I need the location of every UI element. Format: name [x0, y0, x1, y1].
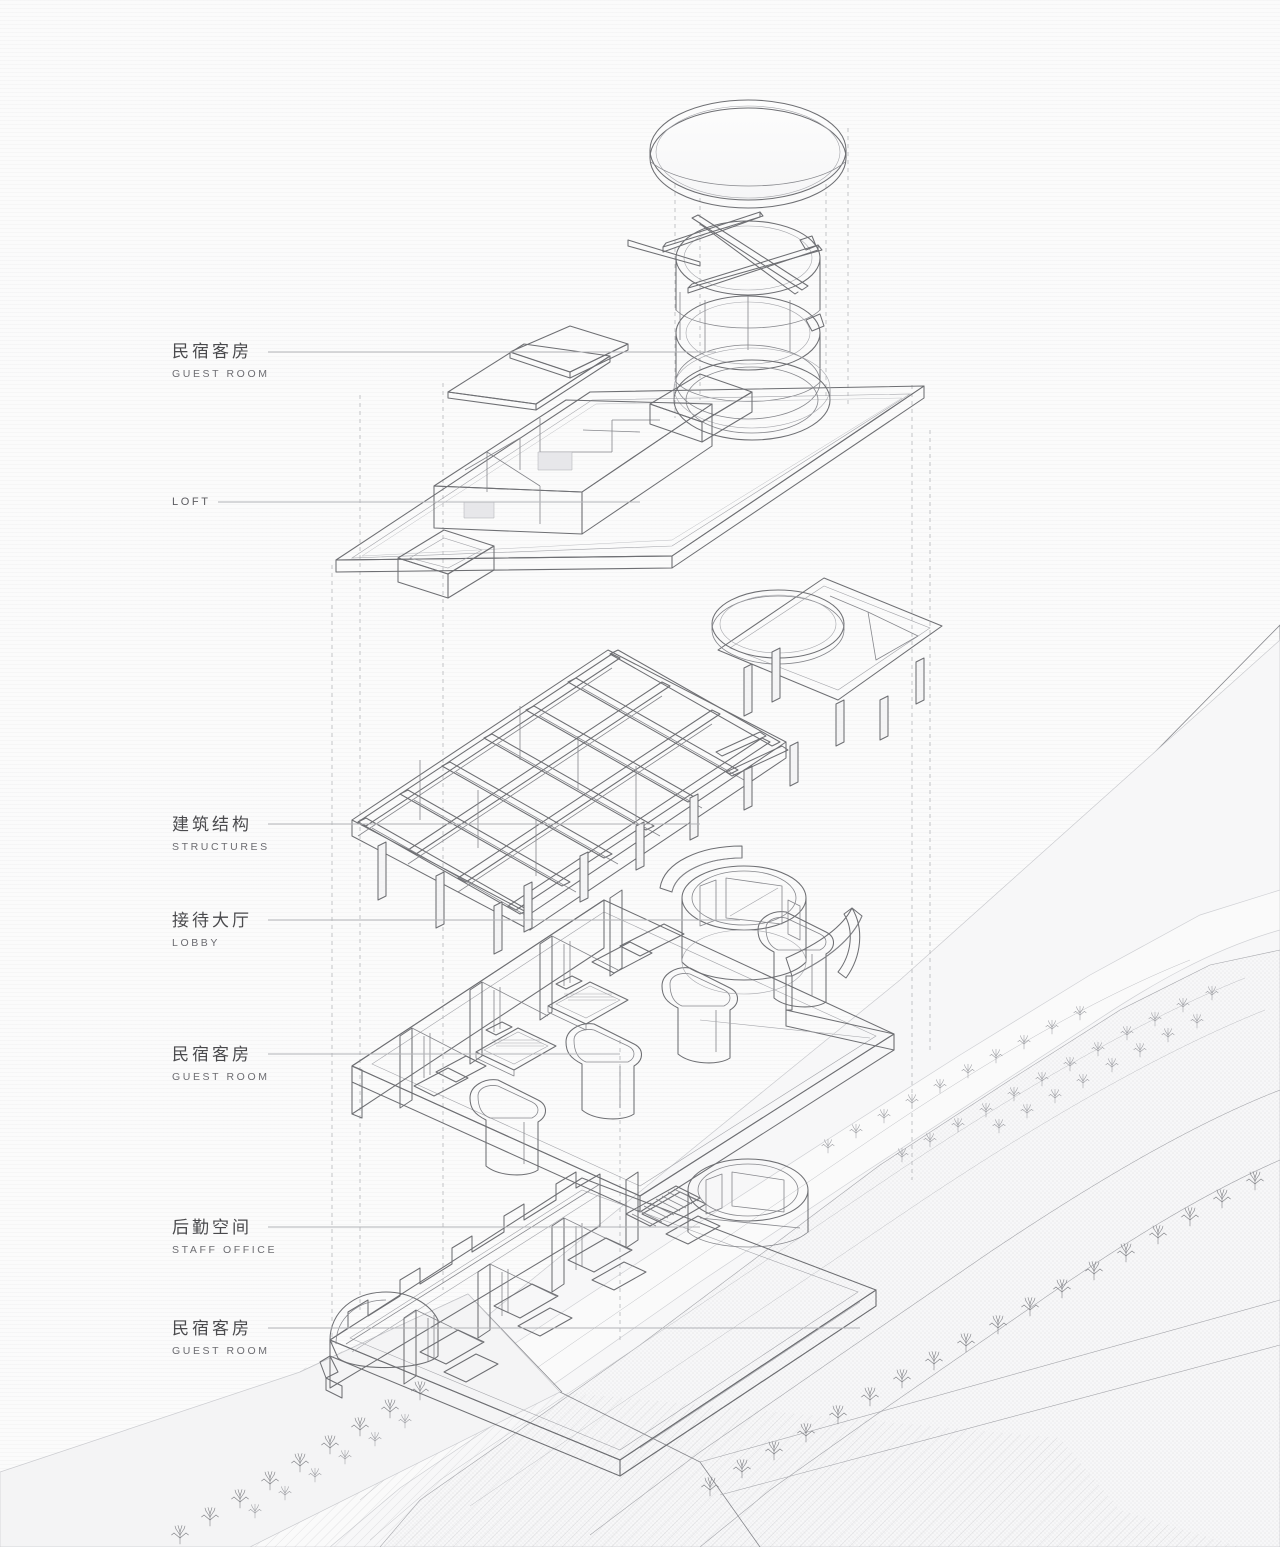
label-guest-room-mid-cn: 民宿客房 [172, 1045, 252, 1064]
label-staff-office-cn: 后勤空间 [172, 1218, 252, 1237]
layer-structures [351, 577, 943, 955]
label-structures: 建筑结构 STRUCTURES [172, 816, 270, 853]
label-guest-room-top: 民宿客房 GUEST ROOM [172, 343, 270, 380]
ground-furniture [419, 1191, 721, 1383]
site-terrain [0, 624, 1280, 1547]
leader-lines [218, 351, 860, 1329]
lobby-drum [659, 845, 863, 1011]
label-guest-room-mid: 民宿客房 GUEST ROOM [172, 1046, 270, 1083]
guestroom-furniture [413, 923, 685, 1097]
label-loft-en: LOFT [172, 496, 211, 508]
label-guest-room-top-en: GUEST ROOM [172, 368, 270, 380]
guestroom-partitions [399, 889, 623, 1109]
ground-circular-court [687, 1158, 809, 1248]
layer-roof-disc [649, 99, 847, 209]
ground-back-wall [329, 1171, 601, 1389]
label-structures-cn: 建筑结构 [172, 815, 252, 834]
layer-drum-structure [627, 211, 825, 420]
bathroom-pods [469, 911, 835, 1176]
loft-skylight [397, 529, 495, 599]
layer-loft [335, 325, 925, 599]
layer-staff-office [319, 1158, 877, 1477]
cross-beams [627, 211, 823, 295]
label-guest-room-low-cn: 民宿客房 [172, 1319, 252, 1338]
label-guest-room-mid-en: GUEST ROOM [172, 1071, 270, 1083]
beam-grid [351, 649, 787, 931]
label-staff-office-en: STAFF OFFICE [172, 1244, 278, 1256]
label-lobby: 接待大厅 LOBBY [172, 912, 252, 949]
loft-room-volume [433, 373, 753, 535]
label-guest-room-low-en: GUEST ROOM [172, 1345, 270, 1357]
ground-partitions [403, 1171, 639, 1385]
label-guest-room-top-cn: 民宿客房 [172, 342, 252, 361]
label-loft: LOFT [172, 497, 211, 508]
label-structures-en: STRUCTURES [172, 841, 270, 853]
ground-rounded-end [319, 1291, 439, 1399]
loft-roof-panels [447, 325, 629, 411]
label-lobby-en: LOBBY [172, 937, 221, 949]
layer-lobby-guestroom [351, 845, 895, 1213]
label-staff-office: 后勤空间 STAFF OFFICE [172, 1219, 277, 1256]
structure-columns [377, 647, 925, 955]
label-guest-room-low: 民宿客房 GUEST ROOM [172, 1320, 270, 1357]
label-lobby-cn: 接待大厅 [172, 911, 252, 930]
